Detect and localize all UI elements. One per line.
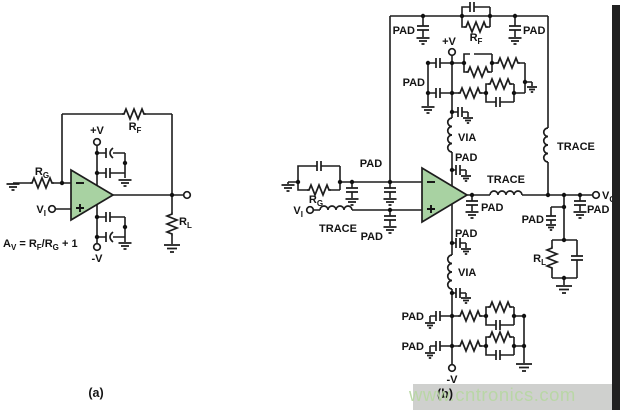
trace-label-input: TRACE xyxy=(319,223,357,235)
pad-label: PAD xyxy=(523,25,545,37)
caption-a: (a) xyxy=(88,386,103,400)
watermark-band xyxy=(413,384,620,410)
pad-label: PAD xyxy=(361,231,383,243)
plus-supply-terminal-a xyxy=(92,137,102,147)
pad-label: PAD xyxy=(522,214,544,226)
pad-label: PAD xyxy=(455,228,477,240)
plus-supply-label-b: +V xyxy=(442,36,456,48)
plus-supply-terminal-b xyxy=(447,47,457,57)
edge-strip xyxy=(612,5,620,410)
minus-supply-terminal-a xyxy=(92,242,102,252)
pad-label: PAD xyxy=(402,341,424,353)
pad-label: PAD xyxy=(393,25,415,37)
wires-a xyxy=(13,113,184,244)
minus-supply-label: -V xyxy=(92,253,104,265)
minus-supply-terminal-b xyxy=(447,363,457,373)
pad-label: PAD xyxy=(455,152,477,164)
noninverting-input-glyph xyxy=(76,204,84,212)
minus-supply-label-b: -V xyxy=(447,374,459,386)
pad-label: PAD xyxy=(403,77,425,89)
vi-label-b: VI xyxy=(293,205,303,219)
junction-dots-a xyxy=(59,150,175,240)
rf-label-b: RF xyxy=(470,32,483,46)
rg-label: RG xyxy=(35,166,49,180)
circuit-a: RG RF +V -V VI RL AV = RF/RG + 1 (a) xyxy=(3,108,192,400)
noninverting-input-glyph xyxy=(427,205,435,213)
rg-label-b: RG xyxy=(309,194,323,208)
plus-supply-label: +V xyxy=(90,125,104,137)
via-label-top: VIA xyxy=(458,132,476,144)
via-label-bottom: VIA xyxy=(458,267,476,279)
trace-label-feedback: TRACE xyxy=(557,141,595,153)
curved-capacitor-plates-a xyxy=(109,147,114,243)
vi-terminal-a xyxy=(47,204,57,214)
watermark: www.cntronics.com xyxy=(408,384,576,405)
rf-label: RF xyxy=(129,121,142,135)
gain-formula: AV = RF/RG + 1 xyxy=(3,238,78,252)
caption-b: (b) xyxy=(437,387,453,401)
wires-b xyxy=(287,6,593,365)
vi-terminal-b xyxy=(305,205,315,215)
rl-label: RL xyxy=(179,216,192,230)
capacitor-plates-a xyxy=(105,148,111,242)
vi-label: VI xyxy=(36,204,46,218)
circuit-b: PAD PAD RF +V PAD VIA PAD PAD RG VI TRAC… xyxy=(280,1,616,386)
output-terminal-a xyxy=(182,190,192,200)
vo-terminal-b xyxy=(591,190,601,200)
trace-label-output: TRACE xyxy=(487,174,525,186)
pad-label: PAD xyxy=(402,311,424,323)
pad-label: PAD xyxy=(481,202,503,214)
junction-dots-b xyxy=(295,13,583,349)
rl-label-b: RL xyxy=(533,253,546,267)
pad-label: PAD xyxy=(587,204,609,216)
pad-label: PAD xyxy=(360,158,382,170)
